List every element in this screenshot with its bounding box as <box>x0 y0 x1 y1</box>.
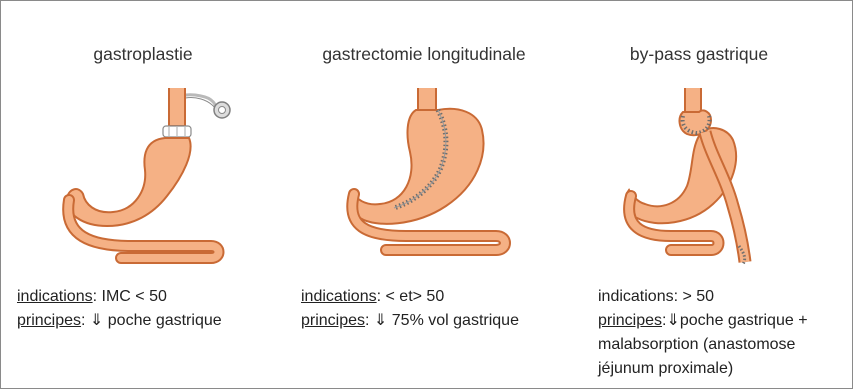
indications-label: indications <box>301 288 377 305</box>
principes-line: principes: ⇓ 75% vol gastrique <box>301 309 519 333</box>
stomach <box>67 138 191 226</box>
indications-line: indications: > 50 <box>598 285 808 309</box>
indications-value: : IMC < 50 <box>93 288 167 305</box>
title-bypass: by-pass gastrique <box>604 44 794 65</box>
principes-value: :⇓poche gastrique + <box>662 312 808 329</box>
caption-gastroplastie: indications: IMC < 50 principes: ⇓ poche… <box>17 285 222 333</box>
esophagus <box>169 88 185 126</box>
principes-value: : ⇓ 75% vol gastrique <box>365 312 519 329</box>
indications-label: indications <box>17 288 93 305</box>
principes-label: principes <box>17 312 81 329</box>
stomach <box>350 109 484 224</box>
indications-value: : < et> 50 <box>377 288 445 305</box>
indications-line: indications: < et> 50 <box>301 285 519 309</box>
esophagus <box>418 88 436 112</box>
principes-label: principes <box>598 312 662 329</box>
jejunum-line: jéjunum proximale) <box>598 357 808 381</box>
title-gastrectomie: gastrectomie longitudinale <box>289 44 559 65</box>
principes-label: principes <box>301 312 365 329</box>
principes-line: principes: ⇓ poche gastrique <box>17 309 222 333</box>
caption-gastrectomie: indications: < et> 50 principes: ⇓ 75% v… <box>301 285 519 333</box>
gastric-pouch <box>680 110 711 135</box>
indications-line: indications: IMC < 50 <box>17 285 222 309</box>
bypass-illustration <box>621 86 801 271</box>
malabsorption-line: malabsorption (anastomose <box>598 333 808 357</box>
title-gastroplastie: gastroplastie <box>58 44 228 65</box>
esophagus <box>685 88 701 112</box>
principes-line: principes:⇓poche gastrique + <box>598 309 808 333</box>
gastroplastie-illustration <box>61 86 261 271</box>
principes-value: : ⇓ poche gastrique <box>81 312 222 329</box>
caption-bypass: indications: > 50 principes:⇓poche gastr… <box>598 285 808 381</box>
gastrectomie-illustration <box>346 86 546 271</box>
